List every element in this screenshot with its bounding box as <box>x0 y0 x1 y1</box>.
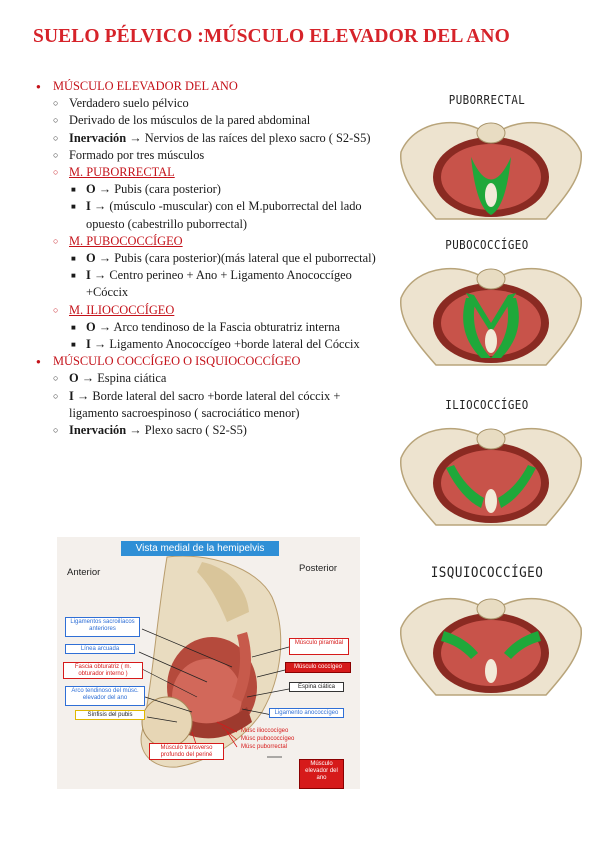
subsection-puborrectal: M. PUBORRECTAL <box>33 164 383 181</box>
label-musc-iliococcigeo: Músc ilioccocígeo <box>241 728 289 734</box>
posterior-label: Posterior <box>299 563 338 574</box>
figure-title: Vista medial de la hemipelvis <box>121 541 279 556</box>
pelvis-pubococcigeo-image <box>400 267 582 366</box>
label-musculo-coccigeo: Músculo coccígeo <box>285 662 351 673</box>
term-label: O <box>69 371 79 386</box>
term-text: → Centro perineo + Ano + Ligamento Anoco… <box>86 268 352 300</box>
pelvis-iliococcigeo-image <box>400 427 582 526</box>
page-title: SUELO PÉLVICO :MÚSCULO ELEVADOR DEL ANO <box>33 26 510 47</box>
term-text: → Pubis (cara posterior)(más lateral que… <box>95 251 376 266</box>
note-item: I → Ligamento Anococcígeo +borde lateral… <box>33 336 383 353</box>
term-label: I <box>86 337 91 352</box>
note-item: Formado por tres músculos <box>33 147 383 164</box>
term-text: → Pubis (cara posterior) <box>95 182 221 197</box>
hemipelvis-illustration <box>138 555 290 768</box>
pelvis-label-iliococcigeo: ILIOCOCCÍGEO <box>445 398 529 412</box>
pelvis-label-pubococcigeo: PUBOCOCCÍGEO <box>445 238 529 252</box>
term-text: → Espina ciática <box>78 371 167 386</box>
note-item: I → Borde lateral del sacro +borde later… <box>33 388 383 422</box>
subsection-pubococcigeo: M. PUBOCOCCÍGEO <box>33 233 383 250</box>
section-coccigeo: MÚSCULO COCCÍGEO O ISQUIOCOCCÍGEO <box>33 353 383 370</box>
term-label: I <box>69 388 74 403</box>
hemipelvis-figure: Vista medial de la hemipelvis Anterior P… <box>57 537 360 789</box>
term-text: → (músculo -muscular) con el M.puborrect… <box>86 199 362 231</box>
label-musculo-elevador: Músculo elevador del ano <box>299 759 344 789</box>
term-label: O <box>86 319 96 334</box>
term-label: I <box>86 268 91 283</box>
term-text: → Nervios de las raíces del plexo sacro … <box>126 130 371 145</box>
note-item: Derivado de los músculos de la pared abd… <box>33 112 383 129</box>
term-label: Inervación <box>69 130 127 145</box>
label-ligamentos-sacroiliacos: Ligamentos sacroilíacos anteriores <box>65 617 140 637</box>
section-elevador: MÚSCULO ELEVADOR DEL ANO <box>33 78 383 95</box>
term-label: O <box>86 251 96 266</box>
term-label: Inervación <box>69 423 127 438</box>
pelvis-label-puborrectal: PUBORRECTAL <box>448 93 526 107</box>
note-item: O → Espina ciática <box>33 370 383 387</box>
label-fascia-obturatriz: Fascia obturatriz ( m. obturador interno… <box>63 662 143 679</box>
label-ligamento-anococcigeo: Ligamento anococcígeo <box>269 708 344 718</box>
term-text: → Ligamento Anococcígeo +borde lateral d… <box>90 337 360 352</box>
note-item: O → Arco tendinoso de la Fascia obturatr… <box>33 319 383 336</box>
note-item: O → Pubis (cara posterior) <box>33 181 383 198</box>
subsection-iliococcigeo: M. ILIOCOCCÍGEO <box>33 302 383 319</box>
anterior-label: Anterior <box>67 567 101 578</box>
pelvis-label-isquiococcigeo: ISQUIOCOCCÍGEO <box>430 565 544 581</box>
note-item: Verdadero suelo pélvico <box>33 95 383 112</box>
pelvis-puborrectal-image <box>400 121 582 220</box>
note-item: Inervación → Nervios de las raíces del p… <box>33 130 383 147</box>
label-arco-tendinoso: Arco tendinoso del músc. elevador del an… <box>65 686 145 706</box>
label-musc-puborrectal: Músc puborrectal <box>241 744 288 750</box>
label-transverso-profundo: Músculo transverso profundo del periné <box>149 743 224 760</box>
label-sinfisis-pubis: Sínfisis del pubis <box>75 710 145 720</box>
label-musc-pubococcigeo: Músc pubococcígeo <box>241 736 295 742</box>
term-label: O <box>86 182 96 197</box>
note-item: I → Centro perineo + Ano + Ligamento Ano… <box>33 267 383 301</box>
label-linea-arcuada: Línea arcuada <box>65 644 135 654</box>
term-label: I <box>86 199 91 214</box>
term-text: → Arco tendinoso de la Fascia obturatriz… <box>95 319 340 334</box>
pelvis-isquiococcigeo-image <box>400 597 582 696</box>
notes-list: MÚSCULO ELEVADOR DEL ANO Verdadero suelo… <box>33 78 383 439</box>
label-espina-ciatica: Espina ciática <box>289 682 344 692</box>
term-text: → Borde lateral del sacro +borde lateral… <box>69 388 341 420</box>
note-item: I → (músculo -muscular) con el M.puborre… <box>33 198 383 232</box>
note-item: O → Pubis (cara posterior)(más lateral q… <box>33 250 383 267</box>
label-musculo-piramidal: Músculo piramidal <box>289 638 349 655</box>
term-text: → Plexo sacro ( S2-S5) <box>126 423 247 438</box>
note-item: Inervación → Plexo sacro ( S2-S5) <box>33 422 383 439</box>
